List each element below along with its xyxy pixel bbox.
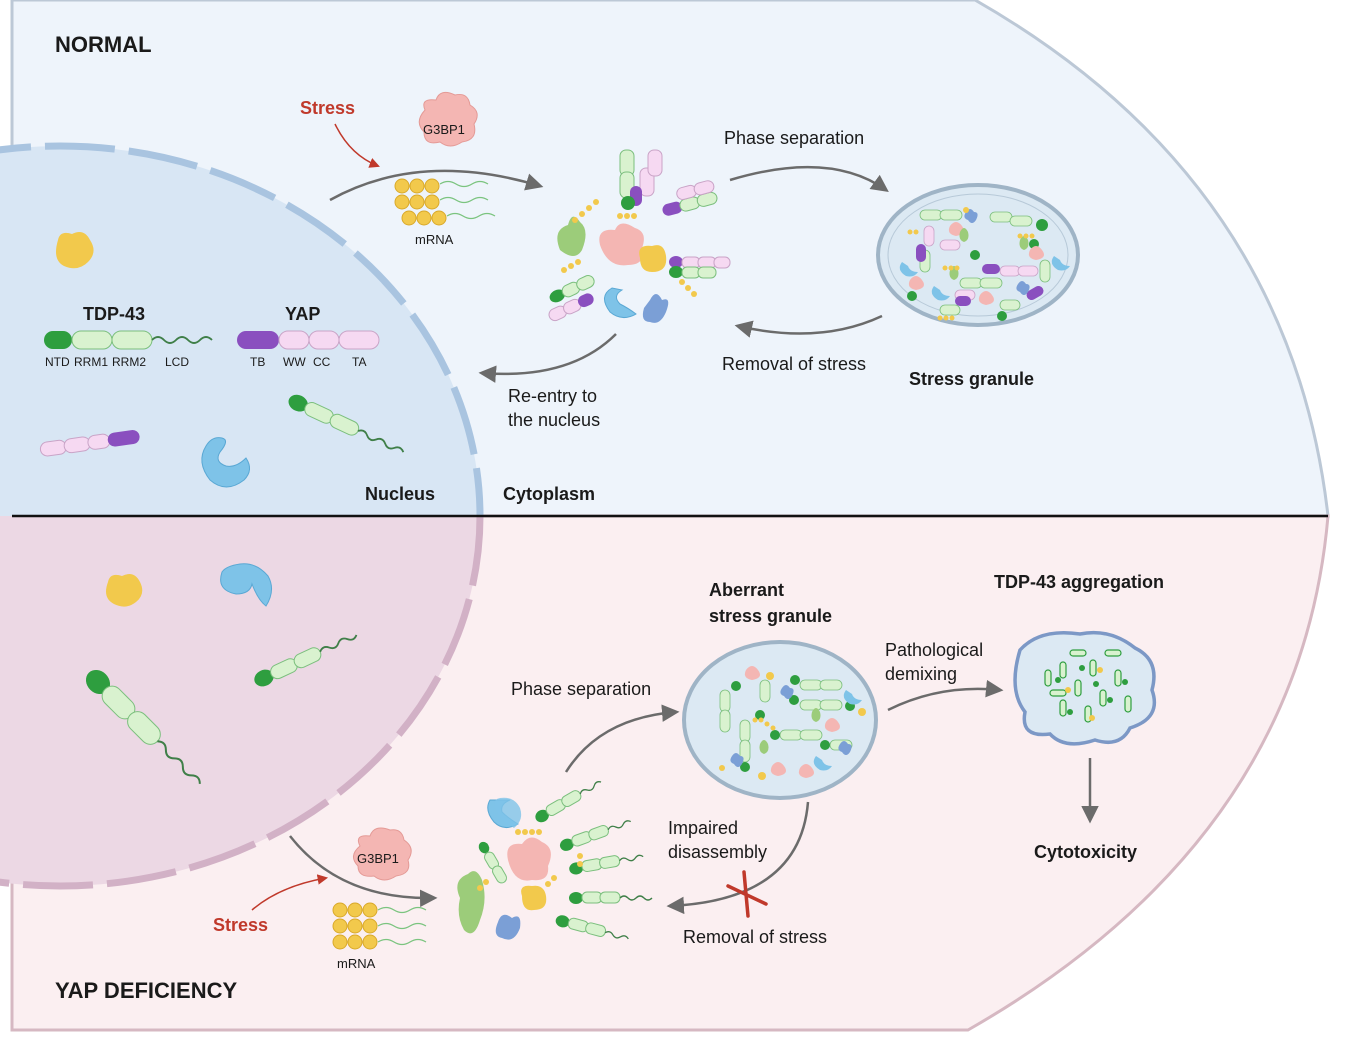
tdp43-domain-rrm2: RRM2 (112, 355, 146, 369)
yap-domain-diagram (237, 330, 380, 350)
mrna-bottom (332, 902, 427, 950)
phase-separation-label-top: Phase separation (724, 128, 864, 148)
tdp43-domain-rrm1: RRM1 (74, 355, 108, 369)
aberrant-sg-label-line1: Aberrant (709, 580, 784, 600)
stress-to-cluster-arrow-bottom (289, 835, 438, 908)
tdp43-domain-ntd: NTD (45, 355, 70, 369)
stress-label-top: Stress (300, 98, 355, 118)
tdp43-domain-diagram (44, 330, 213, 350)
yap-deficiency-title: YAP DEFICIENCY (55, 978, 237, 1003)
stress-to-cluster-arrow-top (329, 169, 544, 202)
phase-separation-arrow-bottom (564, 704, 680, 773)
blue-protein-nucleus-top (201, 437, 250, 488)
phase-separation-label-bottom: Phase separation (511, 679, 651, 699)
cluster-top (548, 149, 731, 323)
reentry-label-line2: the nucleus (508, 410, 600, 430)
g3bp1-label-top: G3BP1 (423, 122, 465, 137)
mrna-label-top: mRNA (415, 232, 454, 247)
tdp43-aggregation-label: TDP-43 aggregation (994, 572, 1164, 592)
removal-of-stress-arrow-bottom (666, 801, 810, 915)
stress-granule-top (876, 183, 1080, 327)
tdp43-molecule-nucleus-bottom-1 (254, 634, 358, 687)
removal-of-stress-label-bottom: Removal of stress (683, 927, 827, 947)
reentry-label-line1: Re-entry to (508, 386, 597, 406)
impaired-disassembly-line1: Impaired (668, 818, 738, 838)
reentry-arrow (478, 333, 617, 383)
g3bp1-protein-bottom (353, 827, 412, 881)
yap-domain-cc: CC (313, 355, 331, 369)
aberrant-stress-granule (682, 640, 878, 800)
cytotoxicity-label: Cytotoxicity (1034, 842, 1137, 862)
aberrant-sg-label-line2: stress granule (709, 606, 832, 626)
pathological-demixing-line2: demixing (885, 664, 957, 684)
pathological-demixing-line1: Pathological (885, 640, 983, 660)
yap-domain-tb: TB (250, 355, 265, 369)
yap-domain-ww: WW (283, 355, 306, 369)
tdp43-aggregate (1013, 630, 1157, 746)
yellow-protein-nucleus-bottom (106, 574, 143, 607)
yap-legend-name: YAP (285, 304, 320, 324)
g3bp1-protein-top (418, 91, 478, 147)
impaired-disassembly-line2: disassembly (668, 842, 767, 862)
stress-arrow-top (334, 123, 380, 168)
cytoplasm-label: Cytoplasm (503, 484, 595, 504)
nucleus-top (0, 142, 484, 516)
nucleus-label: Nucleus (365, 484, 435, 504)
stress-arrow-bottom (251, 874, 329, 911)
nucleus-bottom (0, 516, 484, 890)
yellow-protein-nucleus-top (56, 232, 94, 269)
mrna-label-bottom: mRNA (337, 956, 376, 971)
tdp43-molecule-nucleus-top (288, 394, 405, 453)
stress-granule-label: Stress granule (909, 369, 1034, 389)
g3bp1-label-bottom: G3BP1 (357, 851, 399, 866)
normal-title: NORMAL (55, 32, 152, 57)
removal-of-stress-arrow-top (734, 314, 883, 338)
tdp43-legend-name: TDP-43 (83, 304, 145, 324)
tdp43-domain-lcd: LCD (165, 355, 189, 369)
pathological-demixing-arrow (887, 679, 1004, 712)
mrna-top (394, 178, 496, 226)
phase-separation-arrow-top (729, 165, 889, 193)
cluster-bottom (457, 781, 653, 940)
removal-of-stress-label-top: Removal of stress (722, 354, 866, 374)
yap-domain-ta: TA (352, 355, 366, 369)
blue-protein-nucleus-bottom (220, 563, 272, 607)
stress-label-bottom: Stress (213, 915, 268, 935)
blocked-cross-icon (726, 870, 768, 918)
tdp43-molecule-nucleus-bottom-2 (85, 669, 201, 784)
yap-molecule-nucleus (39, 430, 140, 457)
